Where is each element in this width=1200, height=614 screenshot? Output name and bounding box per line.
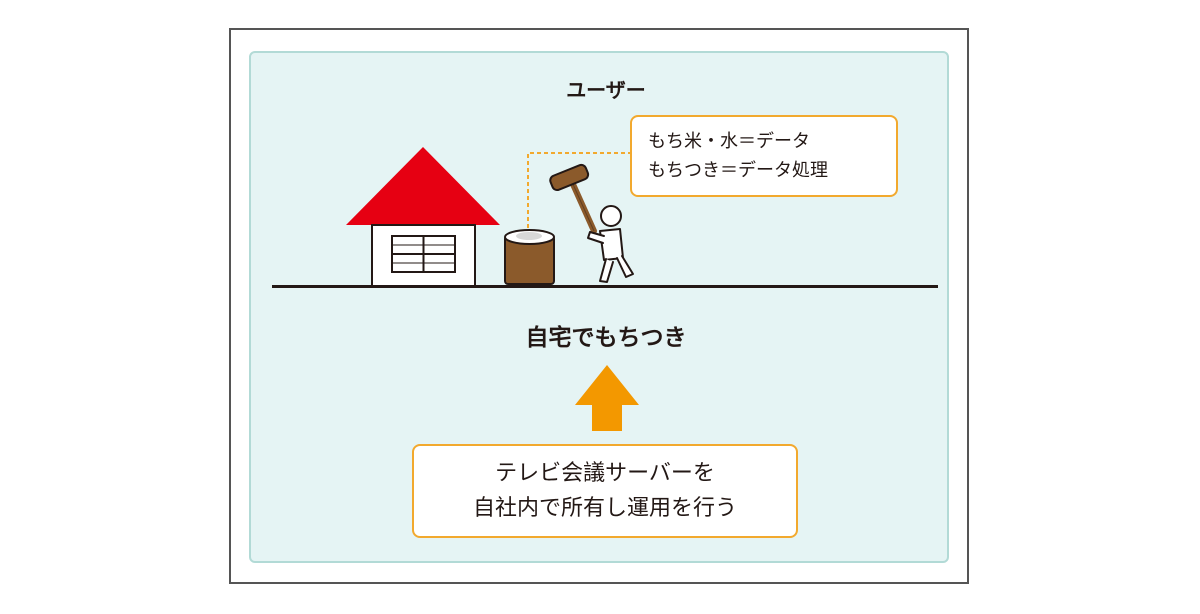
up-arrow-icon <box>575 365 639 431</box>
server-description-line-1: テレビ会議サーバーを <box>495 461 715 486</box>
server-description-box: テレビ会議サーバーを 自社内で所有し運用を行う <box>412 444 798 538</box>
person-icon <box>587 205 634 283</box>
mallet-icon <box>549 163 597 234</box>
callout-line-2: もちつき＝データ処理 <box>648 160 828 181</box>
callout-leader-line <box>527 152 632 228</box>
mortar-icon <box>504 229 555 285</box>
scene-caption: 自宅でもちつき <box>525 325 687 351</box>
ground-line <box>272 285 938 288</box>
callout-line-1: もち米・水＝データ <box>648 131 810 152</box>
data-callout-box: もち米・水＝データ もちつき＝データ処理 <box>630 115 898 197</box>
user-label: ユーザー <box>566 78 646 102</box>
server-description-line-2: 自社内で所有し運用を行う <box>472 496 737 521</box>
house-icon <box>346 147 500 287</box>
